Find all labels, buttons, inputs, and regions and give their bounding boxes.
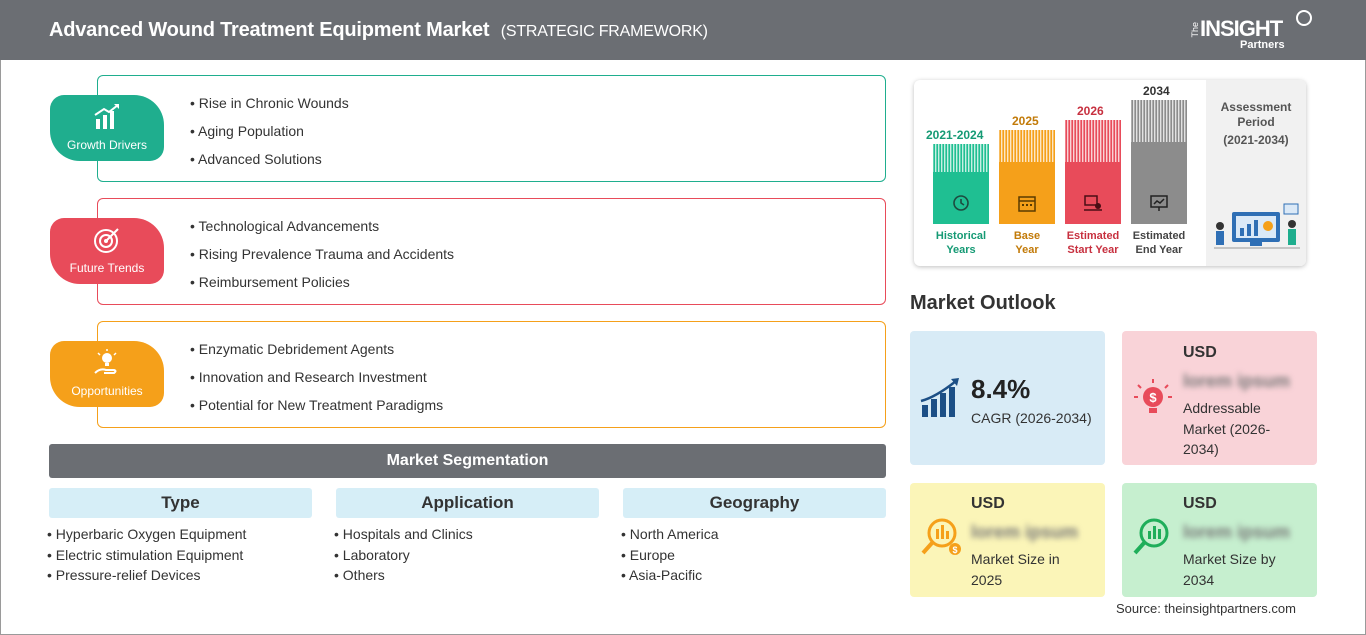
segment-head-type: Type: [49, 488, 312, 518]
market-size-2034-card: USD lorem ipsum Market Size by 2034: [1122, 483, 1317, 597]
year-historical: 2021-2024: [926, 128, 984, 142]
list-item: Advanced Solutions: [190, 151, 349, 179]
list-item: Aging Population: [190, 123, 349, 151]
growth-drivers-list: Rise in Chronic Wounds Aging Population …: [190, 95, 349, 179]
size-2025-value: lorem ipsum: [971, 522, 1079, 542]
growth-drivers-box: Rise in Chronic Wounds Aging Population …: [97, 75, 886, 182]
page-title: Advanced Wound Treatment Equipment Marke…: [49, 19, 708, 42]
bar-stripes: [999, 130, 1055, 162]
logo-the: The: [1190, 22, 1200, 38]
future-trends-badge: Future Trends: [50, 218, 164, 284]
segment-list-application: Hospitals and Clinics Laboratory Others: [334, 526, 473, 588]
analyst-illustration-icon: [1214, 203, 1300, 249]
magnifier-chart-icon: [1133, 518, 1169, 555]
opportunities-box: Enzymatic Debridement Agents Innovation …: [97, 321, 886, 428]
list-item: Technological Advancements: [190, 218, 454, 246]
bar-growth-icon: [920, 378, 959, 417]
list-item: Electric stimulation Equipment: [47, 547, 246, 568]
segment-list-type: Hyperbaric Oxygen Equipment Electric sti…: [47, 526, 247, 588]
addressable-value: lorem ipsum: [1183, 371, 1291, 391]
addressable-currency: USD: [1183, 344, 1217, 361]
cagr-label: CAGR (2026-2034): [971, 410, 1092, 426]
label-end: Estimated End Year: [1132, 230, 1186, 256]
segment-head-geography: Geography: [623, 488, 886, 518]
opportunities-list: Enzymatic Debridement Agents Innovation …: [190, 341, 443, 425]
list-item: Others: [334, 567, 473, 588]
logo-insight: INSIGHT: [1200, 16, 1283, 41]
badge-label: Growth Drivers: [66, 138, 147, 152]
year-base: 2025: [1012, 114, 1039, 128]
presentation-icon: [1084, 195, 1102, 211]
assessment-period-text: Assessment Period (2021-2034): [1220, 100, 1292, 147]
logo-ring-icon: [1296, 10, 1312, 26]
list-item: Enzymatic Debridement Agents: [190, 341, 443, 369]
target-icon: [94, 228, 119, 253]
size-2034-value: lorem ipsum: [1183, 522, 1291, 542]
label-start: Estimated Start Year: [1066, 230, 1120, 256]
logo-partners: Partners: [1240, 39, 1285, 51]
list-item: Innovation and Research Investment: [190, 369, 443, 397]
growth-chart-icon: [94, 104, 119, 129]
list-item: Hospitals and Clinics: [334, 526, 473, 547]
money-bulb-icon: $: [1134, 379, 1172, 413]
list-item: North America: [621, 526, 719, 547]
label-base: Base Year: [1013, 230, 1041, 256]
calendar-icon: [1018, 196, 1036, 212]
page-title-main: Advanced Wound Treatment Equipment Marke…: [49, 19, 490, 41]
bar-stripes: [1131, 100, 1187, 142]
future-trends-list: Technological Advancements Rising Preval…: [190, 218, 455, 302]
list-item: Laboratory: [334, 547, 473, 568]
year-start: 2026: [1077, 104, 1104, 118]
label-historical: Historical Years: [935, 230, 987, 256]
list-item: Rise in Chronic Wounds: [190, 95, 349, 123]
list-item: Pressure-relief Devices: [47, 567, 246, 588]
cagr-card: 8.4% CAGR (2026-2034): [910, 331, 1105, 465]
market-outlook-title: Market Outlook: [910, 292, 1056, 314]
insight-partners-logo[interactable]: The INSIGHT Partners: [1190, 8, 1320, 54]
size-2034-currency: USD: [1183, 495, 1217, 512]
market-size-2025-card: $ USD lorem ipsum Market Size in 2025: [910, 483, 1105, 597]
size-2034-label: Market Size by 2034: [1183, 551, 1276, 588]
svg-text:$: $: [1149, 390, 1157, 405]
lightbulb-hand-icon: [94, 349, 117, 374]
market-segmentation-bar: Market Segmentation: [49, 444, 886, 478]
bar-stripes: [1065, 120, 1121, 162]
page-subtitle: (STRATEGIC FRAMEWORK): [500, 23, 708, 40]
segment-list-geography: North America Europe Asia-Pacific: [621, 526, 719, 588]
segment-head-application: Application: [336, 488, 599, 518]
list-item: Hyperbaric Oxygen Equipment: [47, 526, 247, 547]
list-item: Potential for New Treatment Paradigms: [190, 397, 443, 425]
addressable-market-card: $ USD lorem ipsum Addressable Market (20…: [1122, 331, 1317, 465]
addressable-label: Addressable Market (2026- 2034): [1183, 400, 1271, 457]
badge-label: Opportunities: [71, 384, 143, 398]
list-item: Europe: [621, 547, 719, 568]
size-2025-currency: USD: [971, 495, 1005, 512]
header-bar: Advanced Wound Treatment Equipment Marke…: [0, 0, 1366, 60]
list-item: Rising Prevalence Trauma and Accidents: [190, 246, 454, 274]
list-item: Asia-Pacific: [621, 567, 719, 588]
bar-stripes: [933, 144, 989, 172]
growth-drivers-badge: Growth Drivers: [50, 95, 164, 161]
year-end: 2034: [1143, 84, 1170, 98]
list-item: Reimbursement Policies: [190, 274, 454, 302]
magnifier-dollar-icon: $: [921, 518, 961, 555]
badge-label: Future Trends: [69, 261, 145, 275]
history-icon: [953, 195, 969, 211]
assessment-period-panel: Assessment Period (2021-2034): [1206, 80, 1306, 266]
size-2025-label: Market Size in 2025: [971, 551, 1060, 588]
cagr-value: 8.4%: [971, 374, 1031, 404]
source-text: Source: theinsightpartners.com: [1116, 601, 1296, 616]
svg-text:$: $: [952, 545, 957, 555]
monitor-chart-icon: [1150, 195, 1168, 211]
future-trends-box: Technological Advancements Rising Preval…: [97, 198, 886, 305]
opportunities-badge: Opportunities: [50, 341, 164, 407]
